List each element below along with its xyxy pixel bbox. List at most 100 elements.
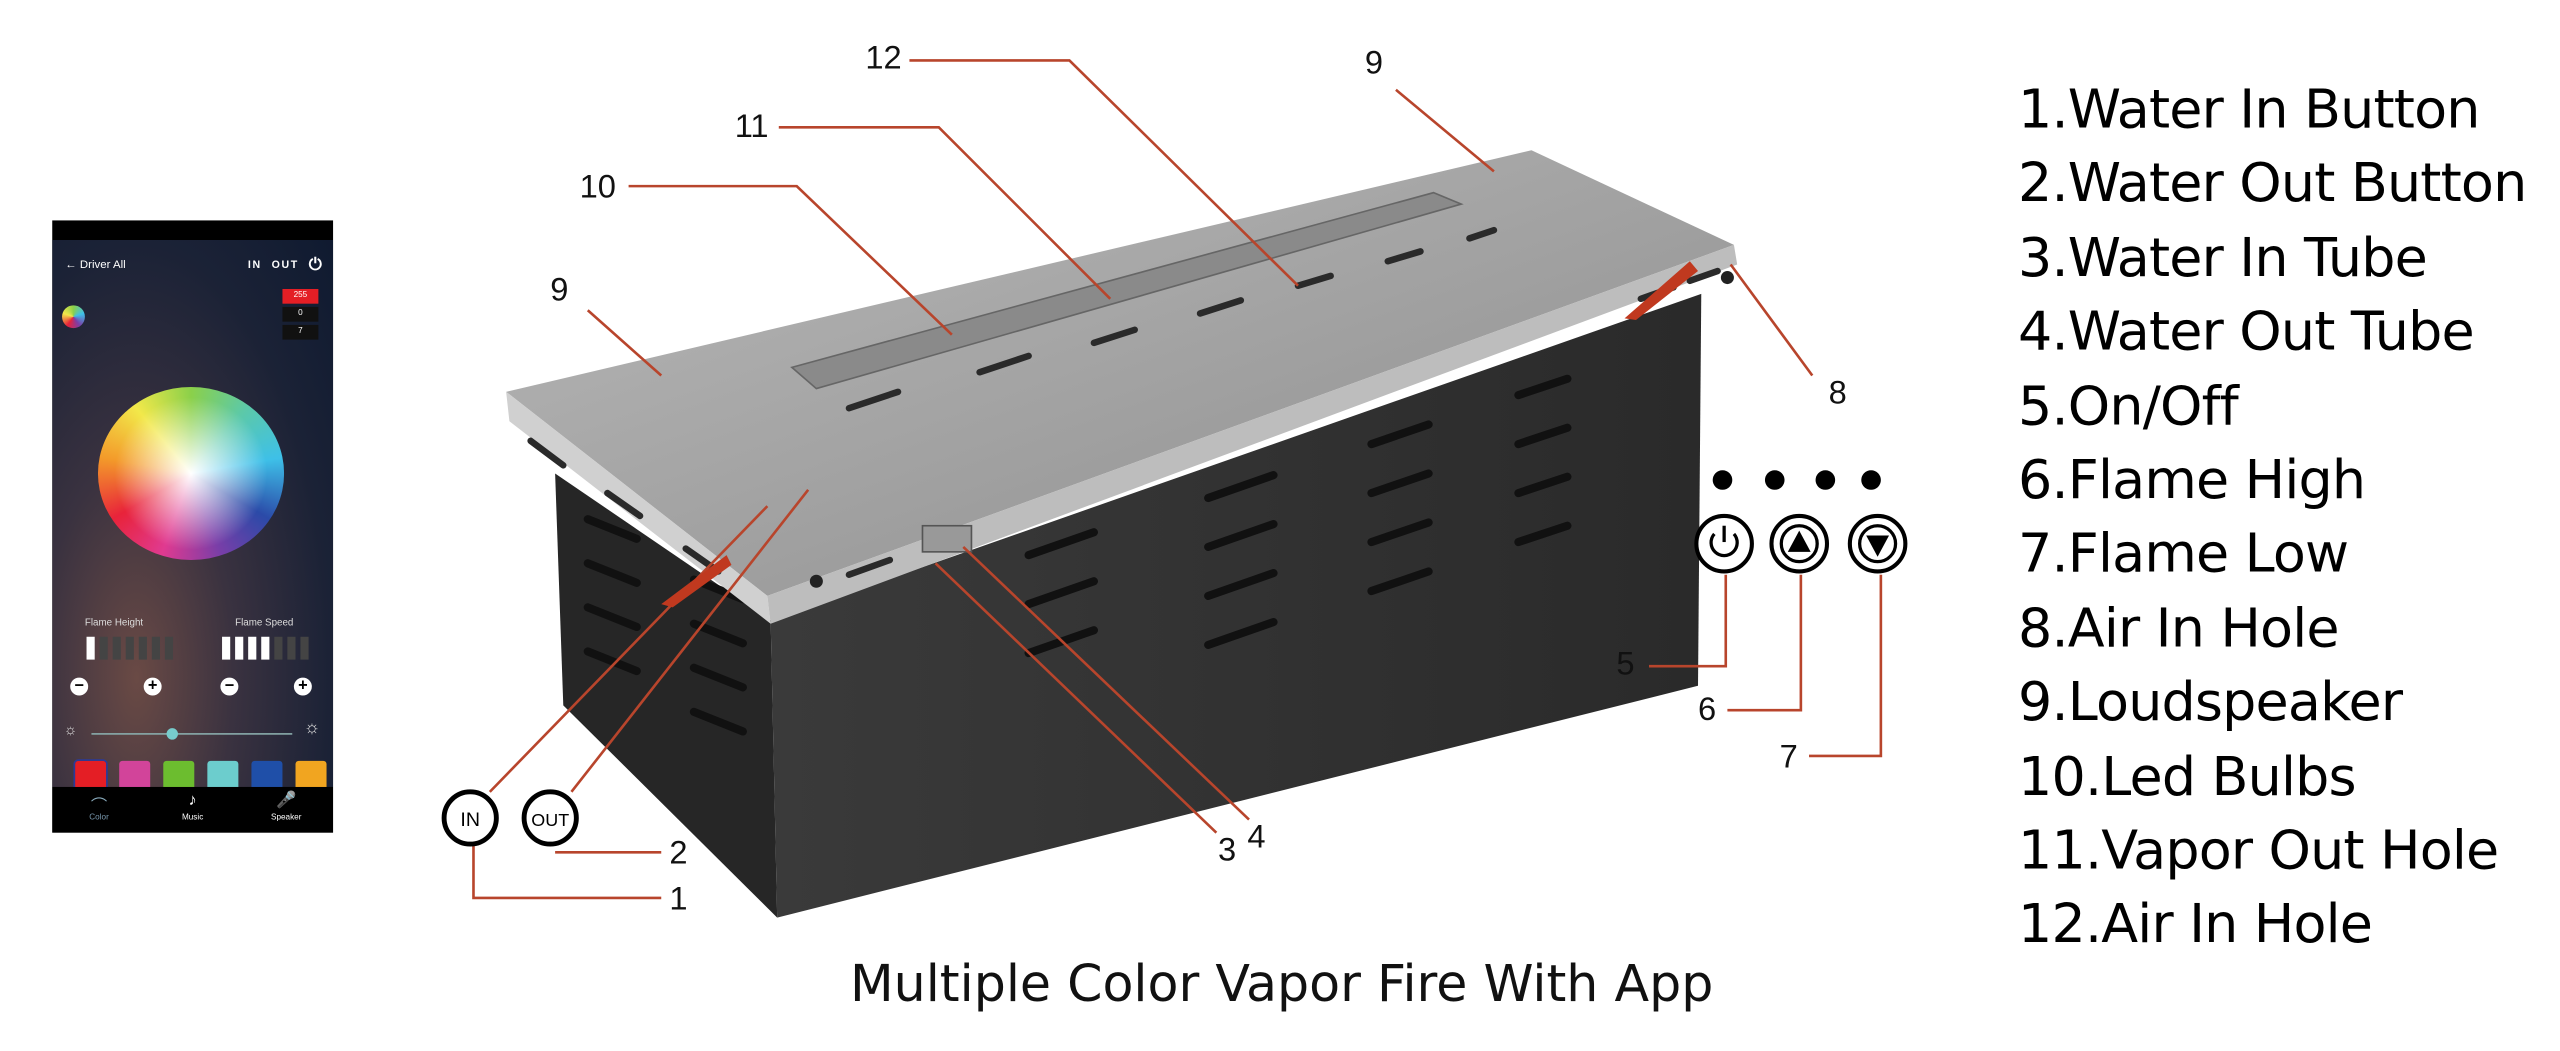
color-swatches xyxy=(73,759,327,794)
app-screenshot: ← Driver All IN OUT ⏻ 255 0 7 Flame Heig… xyxy=(52,220,334,833)
callout-2: 2 xyxy=(669,834,687,871)
vapor-out-hole-channel xyxy=(790,191,1464,390)
nav-color[interactable]: ⌒Color xyxy=(52,787,146,833)
legend-item: 4.Water Out Tube xyxy=(2018,299,2475,363)
legend-item: 3.Water In Tube xyxy=(2018,225,2428,289)
flame-speed-label: Flame Speed xyxy=(235,618,294,629)
level-bar[interactable] xyxy=(99,636,108,660)
callout-9-top: 9 xyxy=(1365,43,1383,80)
panel-pointer xyxy=(1624,261,1699,321)
legend-item: 10.Led Bulbs xyxy=(2018,743,2357,808)
legend-item: 8.Air In Hole xyxy=(2018,595,2339,660)
color-wheel-mini-icon[interactable] xyxy=(62,305,85,329)
level-bar[interactable] xyxy=(112,636,121,660)
caption-text: Multiple Color Vapor Fire With App xyxy=(849,955,1714,1014)
brightness-slider[interactable] xyxy=(91,733,293,735)
flame-height-minus-button[interactable]: − xyxy=(70,677,89,696)
color-swatch[interactable] xyxy=(295,760,327,792)
color-swatch[interactable] xyxy=(207,760,239,792)
water-in-button: IN xyxy=(441,789,499,847)
legend-item: 6.Flame High xyxy=(2018,447,2366,512)
callout-10: 10 xyxy=(580,168,616,205)
nav-speaker[interactable]: 🎤Speaker xyxy=(239,787,333,833)
app-header: ← Driver All IN OUT ⏻ xyxy=(65,256,323,274)
callout-12: 12 xyxy=(865,39,901,76)
color-wheel[interactable] xyxy=(97,386,285,561)
callout-3: 3 xyxy=(1218,830,1236,867)
brightness-low-icon: ☼ xyxy=(63,721,78,738)
fireplace-top-plate xyxy=(506,150,1734,596)
color-swatch[interactable] xyxy=(251,760,283,792)
callout-6: 6 xyxy=(1698,690,1716,727)
callout-1: 1 xyxy=(669,879,687,916)
legend-item: 7.Flame Low xyxy=(2018,521,2349,586)
arrow-up-icon xyxy=(1787,530,1811,552)
water-out-button: OUT xyxy=(521,789,579,847)
rainbow-icon: ⌒ xyxy=(90,798,108,817)
in-pointer xyxy=(661,555,732,608)
rgb-red-value: 255 xyxy=(282,288,319,304)
flame-height-level xyxy=(86,636,174,660)
top-plate-left-edge xyxy=(506,391,771,624)
out-button[interactable]: OUT xyxy=(271,259,299,272)
level-bar[interactable] xyxy=(287,636,296,660)
back-label[interactable]: Driver All xyxy=(79,259,126,272)
rgb-blue-value: 7 xyxy=(282,324,319,340)
level-bar[interactable] xyxy=(86,636,95,660)
callout-8: 8 xyxy=(1829,373,1847,410)
callout-7: 7 xyxy=(1780,737,1798,774)
legend-item: 12.Air In Hole xyxy=(2018,892,2373,956)
legend-item: 11.Vapor Out Hole xyxy=(2018,818,2499,882)
flame-low-button xyxy=(1847,513,1908,574)
back-arrow-icon[interactable]: ← xyxy=(65,259,80,272)
callout-4: 4 xyxy=(1247,817,1265,854)
legend-item: 1.Water In Button xyxy=(2018,76,2480,141)
music-note-icon: ♪ xyxy=(188,791,197,810)
rgb-green-value: 0 xyxy=(282,306,319,322)
caption: Multiple Color Vapor Fire With App xyxy=(0,955,2560,1014)
level-bar[interactable] xyxy=(300,636,309,660)
water-out-button-label: OUT xyxy=(531,810,569,830)
flame-height-plus-button[interactable]: + xyxy=(143,677,162,696)
level-bar[interactable] xyxy=(235,636,244,660)
app-screen: ← Driver All IN OUT ⏻ 255 0 7 Flame Heig… xyxy=(52,240,334,794)
flame-high-button xyxy=(1769,513,1830,574)
top-plate-front-edge xyxy=(767,244,1738,624)
callout-9-left: 9 xyxy=(550,270,568,307)
callout-11: 11 xyxy=(735,107,769,144)
water-in-button-label: IN xyxy=(460,809,480,831)
legend-item: 5.On/Off xyxy=(2018,373,2239,437)
color-swatch[interactable] xyxy=(163,760,195,792)
brightness-slider-handle[interactable] xyxy=(166,728,179,740)
vent-slots xyxy=(583,374,1572,736)
level-bar[interactable] xyxy=(222,636,231,660)
level-bar[interactable] xyxy=(248,636,257,660)
flame-speed-level xyxy=(222,636,309,660)
nav-music[interactable]: ♪Music xyxy=(146,787,240,833)
level-bar[interactable] xyxy=(151,636,161,660)
power-button xyxy=(1694,513,1754,574)
arrow-down-icon xyxy=(1866,535,1890,557)
microphone-icon: 🎤 xyxy=(276,791,297,810)
color-swatch[interactable] xyxy=(73,759,108,794)
fireplace-left-side xyxy=(555,473,778,918)
flame-speed-plus-button[interactable]: + xyxy=(293,677,312,696)
level-bar[interactable] xyxy=(138,636,147,660)
level-bar[interactable] xyxy=(274,636,283,660)
level-bar[interactable] xyxy=(164,636,174,660)
air-in-hole xyxy=(809,574,823,588)
power-icon[interactable]: ⏻ xyxy=(308,256,324,275)
color-swatch[interactable] xyxy=(119,760,151,792)
level-bar[interactable] xyxy=(261,636,270,660)
level-bar[interactable] xyxy=(125,636,134,660)
leader-lines xyxy=(472,59,1883,900)
control-panel-indicator-dots xyxy=(1712,470,1881,490)
fireplace-front-panel xyxy=(770,293,1702,918)
flame-speed-minus-button[interactable]: − xyxy=(220,677,239,696)
in-button[interactable]: IN xyxy=(247,259,262,272)
legend-item: 9.Loudspeaker xyxy=(2018,669,2403,734)
power-icon xyxy=(1709,532,1739,558)
